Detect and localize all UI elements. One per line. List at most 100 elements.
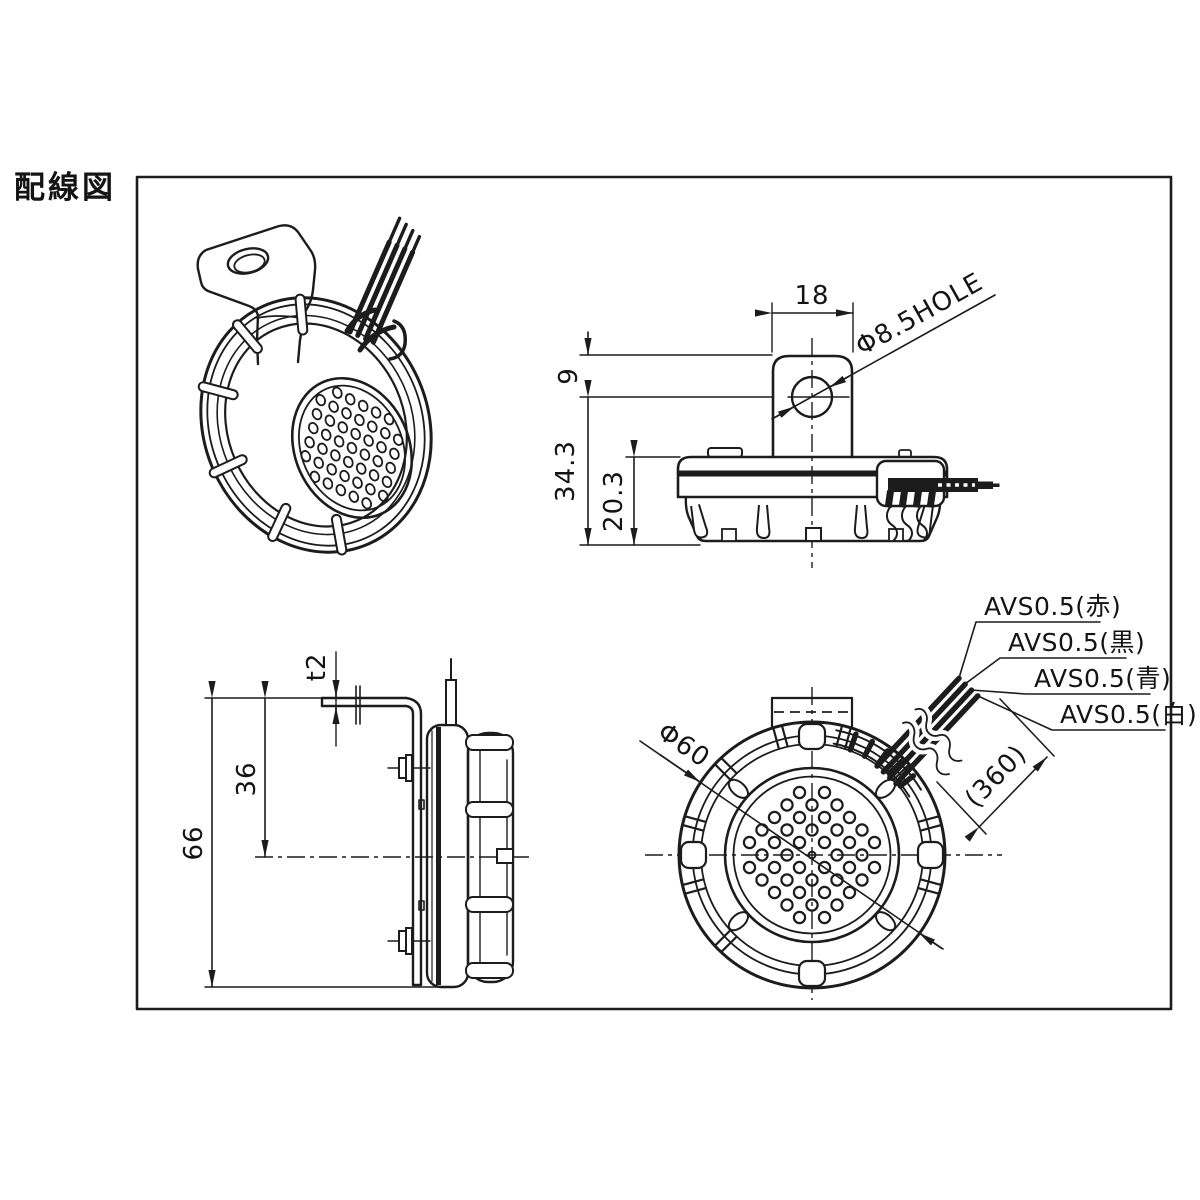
grille-hole: [383, 413, 395, 426]
profile-wire-stem: [445, 679, 457, 726]
iso-wire-tip: [410, 234, 422, 255]
side-bracket: [771, 354, 854, 459]
grille-hole: [368, 469, 380, 482]
grille-hole: [366, 420, 378, 433]
screw-flange: [405, 754, 413, 782]
side-terminal-bar: [888, 478, 978, 492]
grille-hole: [365, 483, 376, 496]
grille-hole: [313, 456, 325, 469]
side-gasket-band: [678, 470, 947, 477]
grille-hole: [742, 860, 757, 875]
grille-hole: [780, 798, 794, 812]
rim-clip: [679, 840, 708, 870]
grille-hole: [780, 898, 794, 912]
crimp-tooth: [898, 490, 909, 508]
rim-clip: [797, 959, 827, 988]
grille-hole: [370, 406, 382, 419]
screw-head: [398, 757, 407, 779]
iso-rim-blade: [231, 319, 263, 355]
grille-hole: [352, 476, 363, 489]
wire-break-line: [902, 721, 950, 776]
leader-blue-wire: [970, 689, 1151, 695]
spring-clip: [886, 505, 898, 542]
rim-slot: [719, 936, 738, 954]
leader-white-wire: [977, 695, 1166, 731]
grille-hole: [792, 860, 807, 875]
profile-view: 66 36 t2: [179, 651, 532, 989]
iso-wire-tip: [395, 222, 408, 248]
grille-hole: [817, 860, 832, 875]
grille-hole: [792, 910, 807, 925]
grille-hole: [372, 455, 384, 468]
grille-hole: [379, 427, 391, 440]
dim-arrow: [918, 932, 942, 949]
iso-bracket-top-face: [196, 224, 317, 364]
iso-face-inner: [298, 384, 406, 512]
wire-break-line: [914, 707, 963, 762]
rim-slot: [920, 878, 943, 887]
cover-rib: [465, 962, 514, 979]
profile-bend-outer: [404, 696, 423, 716]
grille-hole: [817, 885, 832, 900]
crimp-mark: [847, 731, 859, 753]
iso-wire: [370, 249, 416, 345]
grille-hole: [354, 413, 365, 427]
leader-black-wire: [964, 657, 1127, 685]
band-tab: [727, 911, 749, 932]
iso-wire-tip: [387, 216, 402, 244]
side-top-tab: [707, 447, 743, 458]
rim-slot: [713, 762, 731, 781]
profile-plate-notch: [418, 799, 425, 810]
grille-hole: [805, 898, 819, 912]
grille-hole: [330, 449, 341, 462]
side-spring-clips: [886, 505, 928, 542]
crimp-tooth: [926, 490, 937, 508]
grille-hole: [780, 873, 794, 887]
grille-hole: [767, 810, 782, 825]
grille-hole: [792, 835, 807, 850]
mounting-hook: [690, 504, 709, 539]
grille-hole: [817, 835, 832, 850]
rim-slot: [917, 887, 941, 895]
front-face-circle: [723, 766, 901, 944]
profile-screws: [387, 754, 431, 955]
side-horn-body: [676, 455, 949, 499]
side-terminal-tip: [992, 483, 1000, 487]
iso-wire-tip: [403, 228, 415, 251]
dim-arrow: [659, 753, 701, 783]
dim-text-t2: t2: [302, 653, 332, 682]
crimp-tooth: [912, 490, 923, 508]
grille-hole: [363, 434, 374, 447]
grille-hole: [361, 497, 373, 510]
grille-hole: [376, 441, 387, 454]
front-rim-clips: [679, 722, 945, 988]
wire-label-blue: AVS0.5(青): [1034, 664, 1171, 693]
cover-rib: [465, 734, 514, 751]
front-rim-slots: [681, 724, 943, 954]
grille-hole: [389, 447, 400, 460]
grille-hole: [355, 462, 367, 475]
profile-gasket-stripe: [436, 727, 441, 985]
screw-head: [398, 930, 407, 952]
grille-hole: [742, 835, 757, 850]
ext-line: [999, 698, 1055, 757]
grille-hole: [348, 490, 360, 503]
crimp-mark: [897, 773, 917, 789]
side-bottom-center-notch: [805, 527, 822, 542]
leader-hole: [771, 294, 996, 420]
grille-hole: [867, 860, 882, 875]
iso-face-outer: [290, 376, 414, 520]
grille-hole: [805, 823, 819, 837]
grille-hole: [304, 436, 315, 449]
grille-hole: [307, 421, 319, 435]
grille-hole: [867, 835, 882, 850]
rim-slot: [683, 887, 707, 895]
grille-hole: [755, 873, 769, 887]
mounting-hook: [916, 503, 934, 539]
grille-hole: [326, 463, 338, 476]
grille-hole: [320, 428, 332, 441]
grille-hole: [830, 898, 844, 912]
rim-slot: [719, 756, 738, 774]
grille-hole: [780, 823, 794, 837]
grille-hole: [842, 885, 857, 900]
